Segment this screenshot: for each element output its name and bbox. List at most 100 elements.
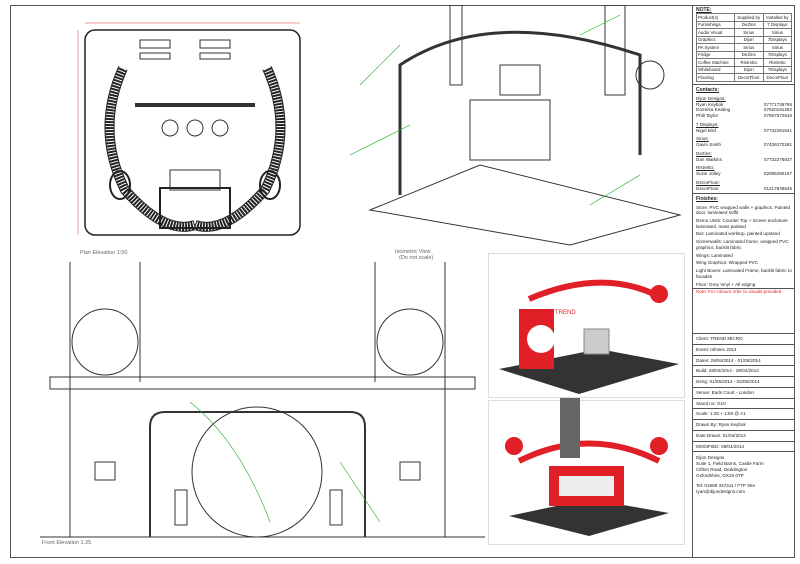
contact-name: Nigel Bird <box>696 127 716 133</box>
info-venue: Venue: Earls Court - London <box>693 388 795 399</box>
contact-name: Phill Taylor <box>696 113 719 119</box>
contact-company: DeZins: <box>696 150 712 156</box>
contact-line: ryan@dijondesigns.com <box>696 489 746 495</box>
table-cell: DeZins <box>733 50 764 60</box>
contact-phone: 07771736765 <box>763 101 792 107</box>
finish-item: Bar: Laminated worktop, painted upstand <box>696 231 780 237</box>
table-cell: PA System <box>696 43 735 52</box>
drawing-sheet <box>10 5 795 558</box>
contact-name: Ryan Keybok <box>696 101 724 107</box>
table-cell: DecorFloor <box>762 73 793 82</box>
contact-row: Suzie Jolley 02085490167 <box>696 171 792 177</box>
table-cell: Dijon <box>733 35 764 45</box>
finish-item: Light Boxes: Laminated Frame, backlit fa… <box>696 268 792 279</box>
address-line: Oxfordshire, OX15 0TP <box>696 472 744 478</box>
finish-item: Screenwalls: Laminated frame, wrapped PV… <box>696 239 789 250</box>
info-build: Build: 28/04/2014 - 28/04/2014 <box>693 366 795 378</box>
table-cell: 7Displays <box>762 65 793 75</box>
render-photo-front: TREND <box>488 253 685 398</box>
contact-row: Ryan Keybok 07771736765 <box>696 102 792 108</box>
contact-company: DecorFloor: <box>696 179 720 185</box>
info-event: Event: Infosec 2014 <box>693 345 795 356</box>
table-cell: Dijon <box>733 65 764 75</box>
finish-item: Store: PVC wrapped walls + graphics. Pai… <box>696 204 791 216</box>
table-cell: Whiteboard <box>696 65 735 75</box>
info-client: Client: TREND MICRO <box>693 334 795 346</box>
contact-name: Suzie Jolley <box>696 171 721 177</box>
contact-company: Sirius: <box>696 136 709 142</box>
address-line: Clifton Road, Deddington <box>696 466 748 472</box>
table-cell: Sirius <box>762 43 793 52</box>
contact-group: Ristretto:Suzie Jolley 02085490167 <box>696 165 792 176</box>
finishes-note: Note: For colours refer to visuals provi… <box>696 289 782 295</box>
table-cell: 7 Displays <box>762 20 793 30</box>
contacts-title: Contacts: <box>696 86 720 93</box>
table-cell: Sirius <box>733 43 764 52</box>
table-cell: 7Displays <box>762 35 793 45</box>
table-cell: Ristretto <box>733 58 764 67</box>
contact-name: Dan Watkins <box>696 156 722 162</box>
table-cell: DecorFloor <box>733 73 764 82</box>
plan-elevation-drawing <box>77 22 301 236</box>
iso-caption: Isometric View <box>395 249 431 255</box>
address-line: Dijon Designs <box>696 455 725 461</box>
table-cell: Furnishings <box>696 20 735 30</box>
contact-phone: 07732281541 <box>763 127 792 133</box>
contact-company: 7 Displays: <box>696 121 719 127</box>
render-photo-angle <box>488 400 685 545</box>
table-cell: 7Displays <box>762 50 793 60</box>
contact-company: Ristretto: <box>696 165 715 171</box>
plan-caption: Plan Elevation 1:50 <box>80 250 128 256</box>
front-caption: Front Elevation 1:25 <box>42 540 92 546</box>
table-cell: Graphics <box>696 35 735 45</box>
contact-phone: 07920191282 <box>763 107 792 113</box>
table-cell: Fridge <box>696 50 735 60</box>
pillar <box>560 398 580 458</box>
col-header: Supplied by <box>733 13 764 22</box>
table-cell: Ristretto <box>762 58 793 67</box>
table-cell: Sirius <box>762 28 793 37</box>
contact-name: Gavin Smith <box>696 142 722 148</box>
contact-group: 7 Displays:Nigel Bird 07732281541 <box>696 122 792 133</box>
contact-line: Tel: 01869 337311 / FTP Site <box>696 483 756 489</box>
contact-name: DecorFloor <box>696 185 719 191</box>
info-stand: Stand no: G10 <box>693 399 795 410</box>
contact-row: Dorrelza Keating 07920191282 <box>696 107 792 113</box>
contact-phone: 02085490167 <box>763 171 792 177</box>
finish-item: Wing Graphics: Wrapped PVC <box>696 260 758 266</box>
front-elevation-drawing <box>40 262 485 538</box>
finishes-title: Finishes: <box>696 196 718 203</box>
contact-phone: 01217848546 <box>763 185 792 191</box>
table-cell: Coffee Machine <box>696 58 735 67</box>
info-modified: MODIFIED: 08/04/2014 <box>693 442 795 453</box>
info-drawn-by: Drawn By: Ryan Keybok <box>693 420 795 431</box>
contact-phone: 07957572915 <box>763 113 792 119</box>
table-cell: Flooring <box>696 73 735 82</box>
contact-name: Dorrelza Keating <box>696 107 731 113</box>
contact-group: DecorFloor:DecorFloor 01217848546 <box>696 180 792 191</box>
table-cell: DeZins <box>733 20 764 30</box>
contact-company: Dijon Designs: <box>696 96 726 101</box>
finish-item: Floor: Grey Vinyl + All edging <box>696 281 756 287</box>
note-title: NOTE: <box>696 7 712 13</box>
contact-row: Nigel Bird 07732281541 <box>696 128 792 134</box>
finish-item: Demo Units: Counter Top + screen enclosu… <box>696 218 788 229</box>
contact-row: DecorFloor 01217848546 <box>696 186 792 192</box>
table-cell: Audio Visual <box>696 28 735 37</box>
info-scale: Scale: 1:25 + 1:50 @ A1 <box>693 409 795 421</box>
brand-text: TREND <box>555 310 576 316</box>
contact-row: Phill Taylor 07957572915 <box>696 113 792 119</box>
